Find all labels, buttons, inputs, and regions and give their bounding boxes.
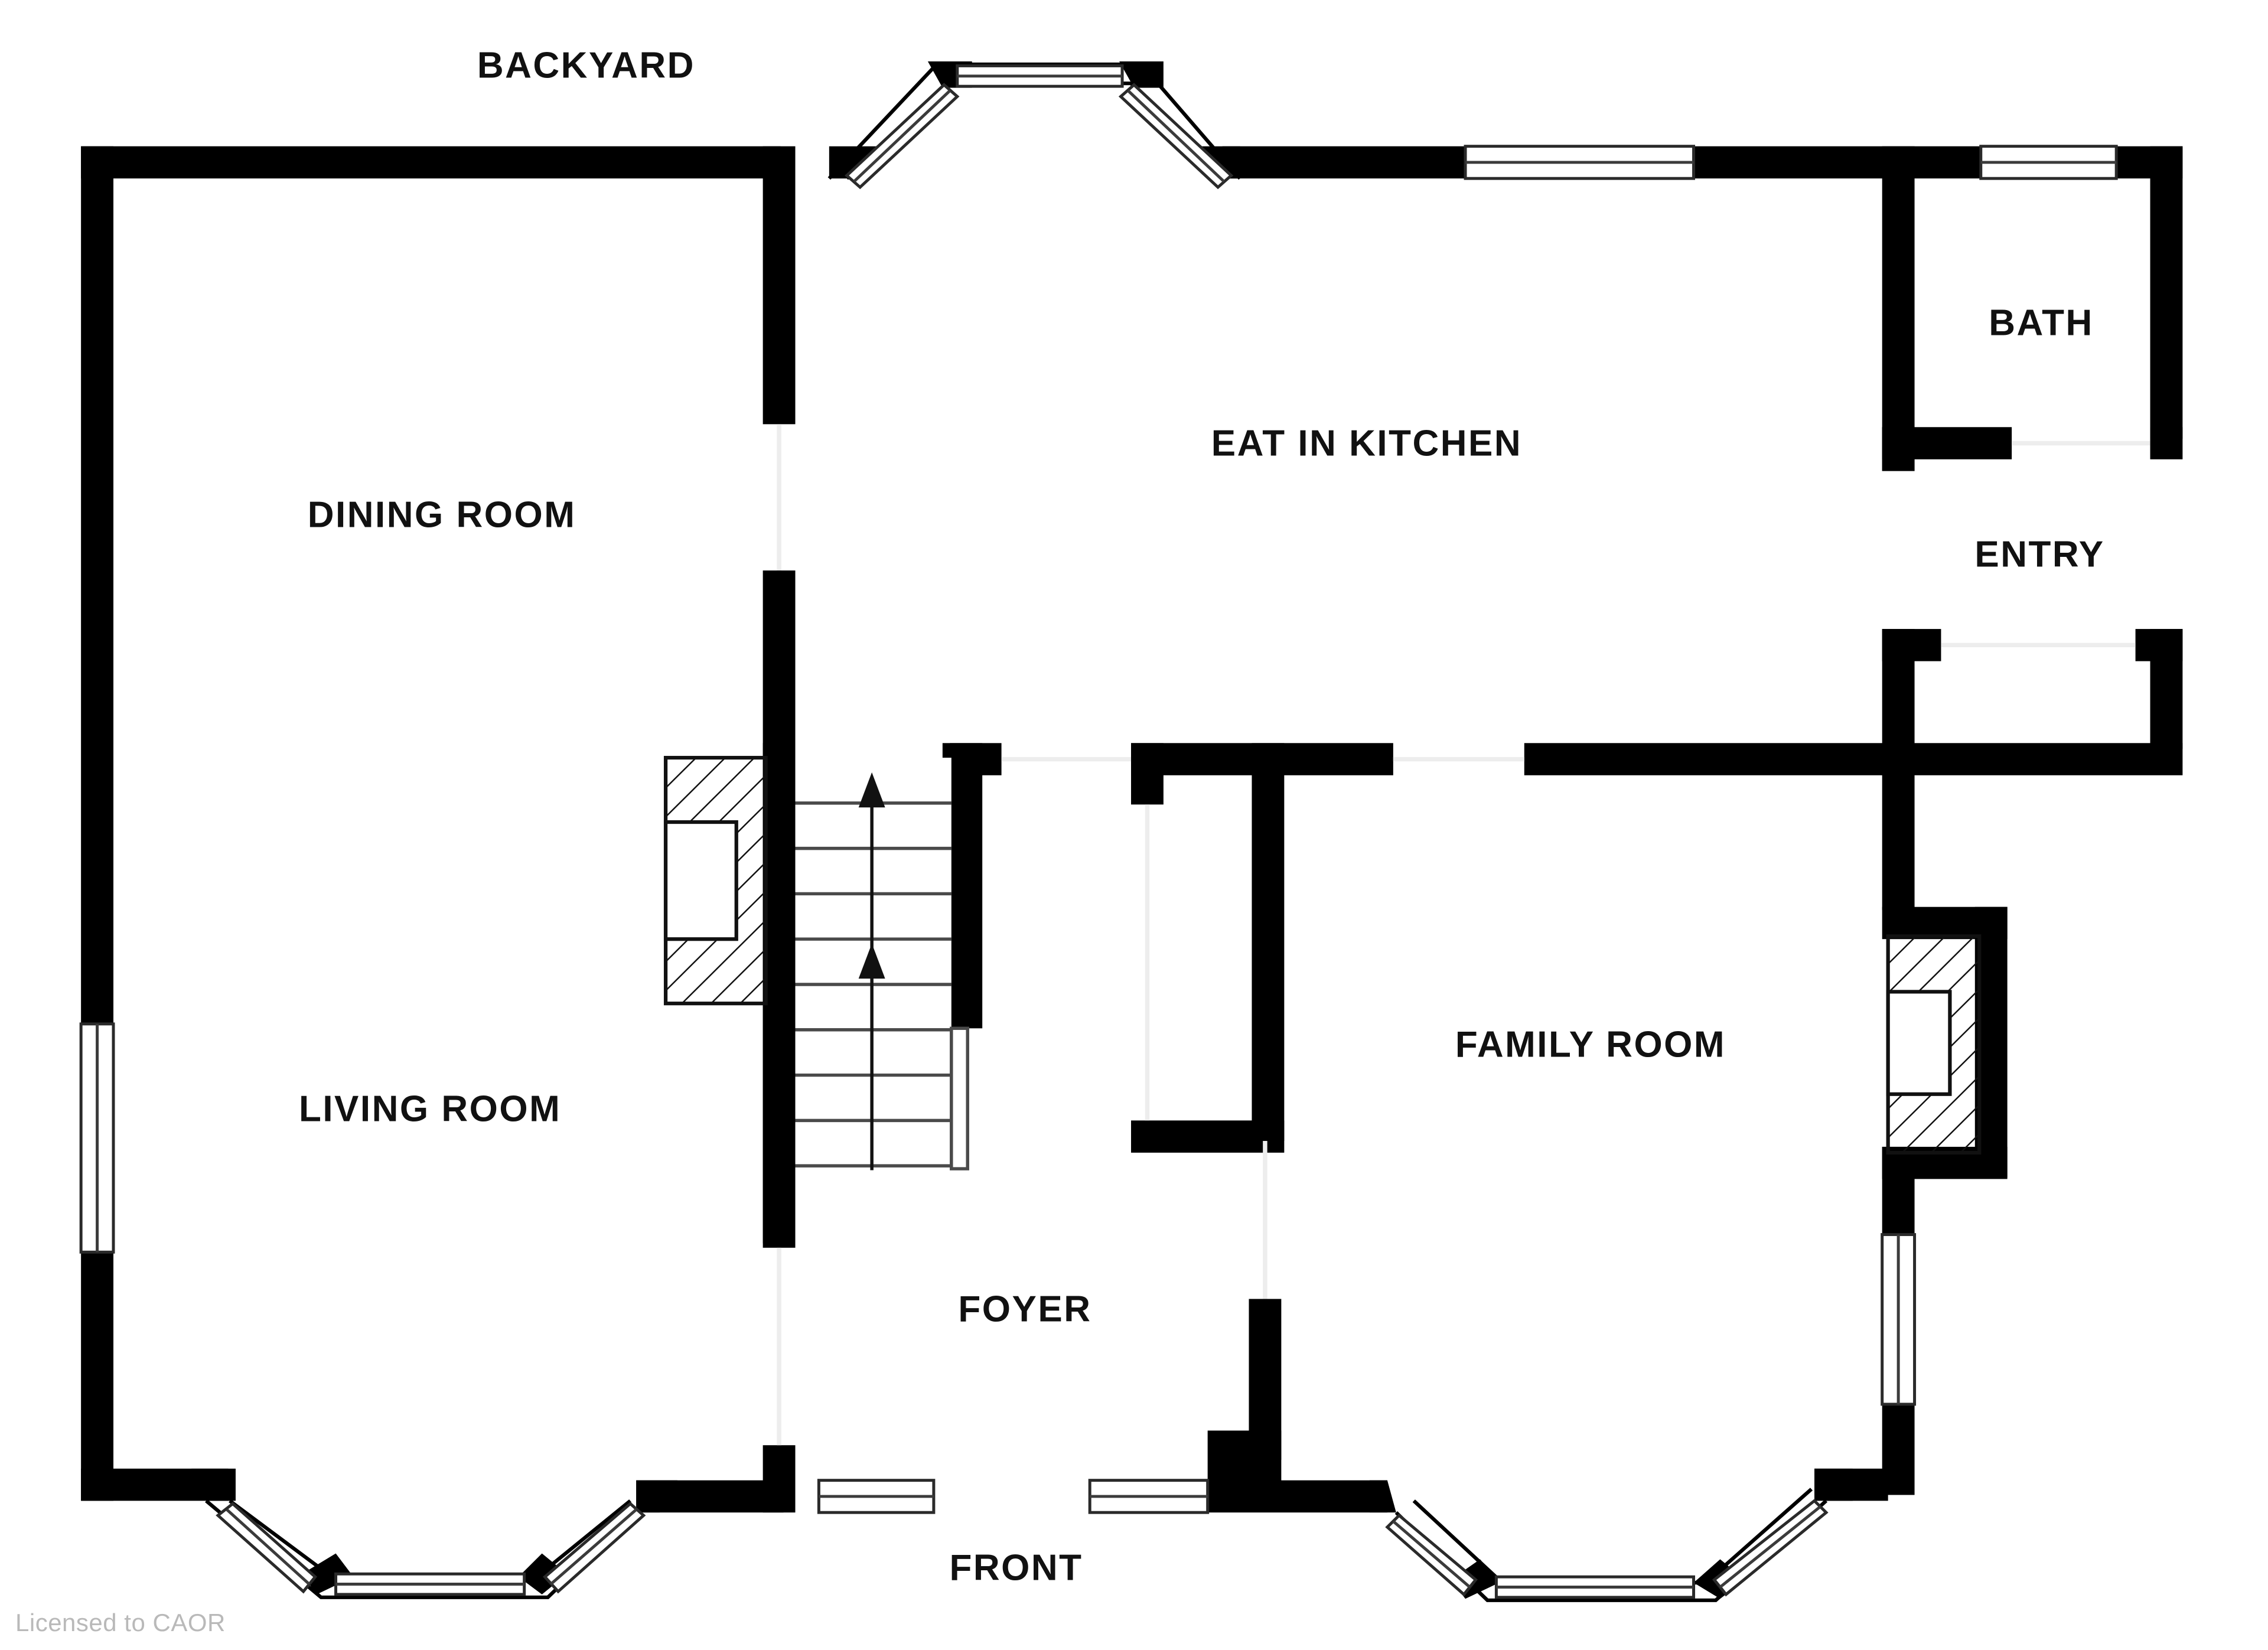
window-bay-kitchen-right [1118, 83, 1234, 190]
window-group [79, 64, 2118, 1599]
window-family-east [1881, 1233, 1917, 1406]
label-eat-in-kitchen: EAT IN KITCHEN [1211, 423, 1523, 464]
wall-bay-family-wedge-right [1814, 1468, 1853, 1501]
wall-dining-kitchen-upper [762, 146, 796, 425]
wall-east-bath [2150, 146, 2183, 439]
window-bay-family-left [1385, 1513, 1478, 1597]
window-bay-family-center [1494, 1575, 1696, 1599]
wall-east-family-mid [1882, 1146, 1915, 1235]
wall-west-upper [81, 146, 113, 1024]
wall-group [81, 61, 2183, 1599]
staircase-up [795, 758, 969, 1175]
label-entry: ENTRY [1974, 534, 2105, 575]
window-bay-living-left [216, 1502, 318, 1594]
window-bay-living-right [543, 1502, 646, 1594]
wall-entry-west [1882, 629, 1915, 754]
window-bay-kitchen-center [956, 64, 1124, 88]
wall-north-kitchen-a [1222, 146, 1466, 179]
wall-north-kitchen-b [1693, 146, 1981, 179]
window-bay-kitchen-left [845, 83, 960, 190]
doorway-group [777, 424, 2150, 1446]
wall-bath-south-stub [2150, 427, 2183, 459]
label-foyer: FOYER [958, 1289, 1092, 1330]
window-bath-north [1979, 145, 2118, 180]
label-bath: BATH [1989, 302, 2094, 344]
label-front: FRONT [949, 1547, 1083, 1589]
window-front-right [1088, 1479, 1210, 1514]
wall-stair-east [950, 743, 983, 1029]
wall-closet-west-stub [1131, 743, 1164, 805]
label-family-room: FAMILY ROOM [1455, 1024, 1726, 1065]
wall-foyer-living [762, 743, 796, 1248]
wall-south-front-right [1207, 1480, 1387, 1513]
fireplace-family-room [1886, 934, 1982, 1155]
wall-closet-east [1252, 743, 1285, 1142]
wall-bay-living-wedge-left [191, 1468, 236, 1501]
label-backyard: BACKYARD [477, 45, 695, 86]
license-watermark: Licensed to CAOR [15, 1609, 226, 1636]
wall-closet-south [1131, 1120, 1285, 1153]
label-living-room: LIVING ROOM [298, 1088, 562, 1130]
label-dining-room: DINING ROOM [307, 494, 576, 536]
fireplace-right-firebox [1886, 990, 1952, 1096]
wall-kitchen-bath-divider [1882, 146, 1915, 471]
wall-north-dining [81, 146, 781, 179]
wall-kitchen-south [1524, 743, 2183, 775]
window-living-west [79, 1022, 115, 1254]
stair-newel-post [950, 1026, 969, 1170]
wall-east-family-upper [1882, 749, 1915, 910]
fireplace-left-firebox [663, 820, 738, 941]
stair-direction-arrows [858, 772, 885, 1170]
window-kitchen-north [1464, 145, 1696, 180]
wall-east-entry [2150, 629, 2183, 749]
window-bay-living-center [334, 1572, 526, 1596]
wall-west-lower [81, 1252, 113, 1501]
wall-bay-kitchen-top-right [1119, 61, 1164, 88]
window-front-left [817, 1479, 936, 1514]
fireplace-living-dining [663, 755, 768, 1006]
window-bay-family-right [1712, 1499, 1829, 1597]
wall-entry-west-stub [1882, 427, 1915, 471]
wall-foyer-front-stub [762, 1445, 796, 1513]
